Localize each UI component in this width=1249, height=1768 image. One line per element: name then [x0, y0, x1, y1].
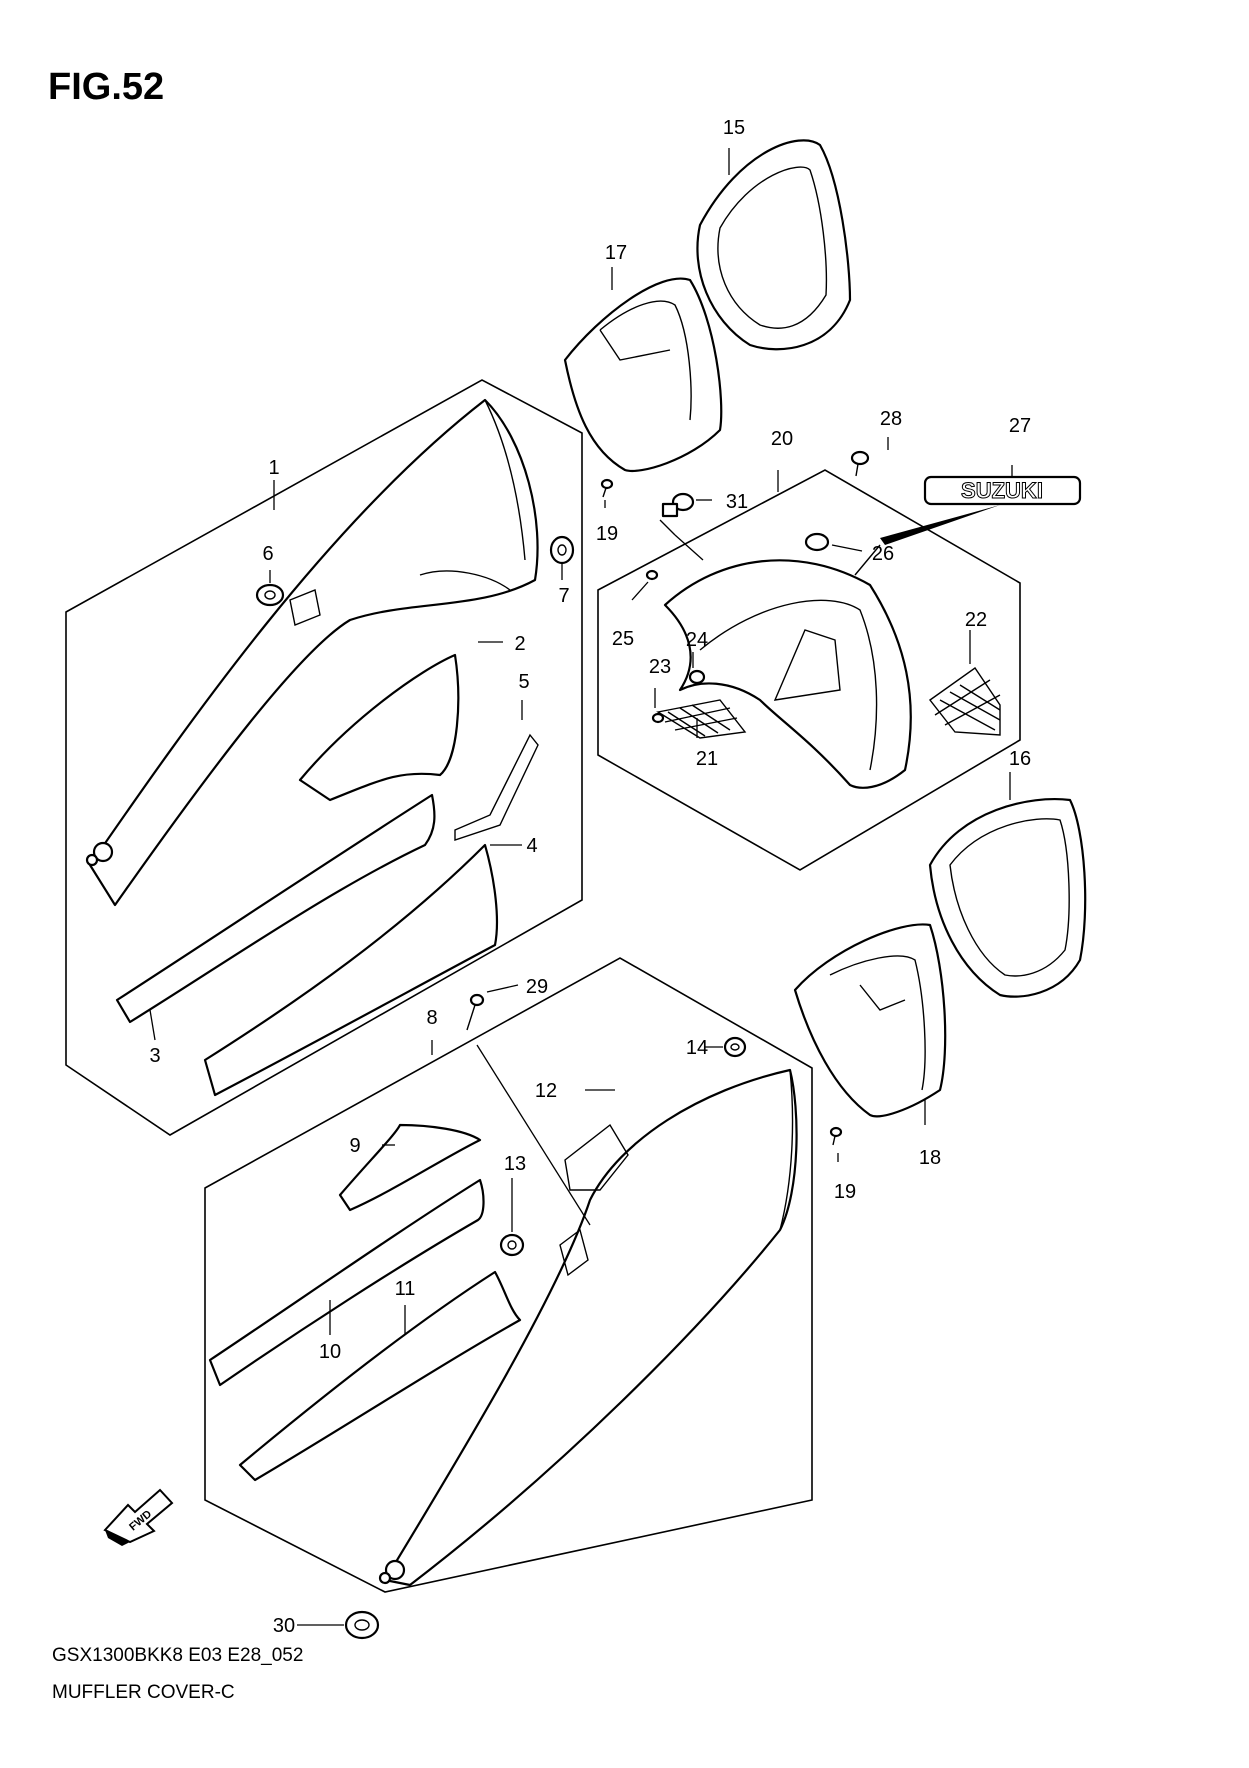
clip-part-31: [661, 492, 695, 518]
strip-part-10: [208, 1178, 485, 1387]
callout-8: 8: [426, 1007, 437, 1029]
screw-part-25: [645, 569, 659, 581]
inner-shell-part-17: [563, 277, 723, 472]
trim-ring-part-15: [696, 139, 852, 351]
callout-labels: 1 2 3 4 5 6 7 8 9 10 11 12 13 14 15 16 1…: [149, 117, 1031, 1637]
callout-20: 20: [771, 428, 793, 450]
leader-lines: [149, 148, 1013, 1626]
grommet-part-7: [549, 535, 575, 565]
grommet-part-30: [344, 1610, 380, 1640]
grommet-part-13: [499, 1233, 525, 1257]
callout-16: 16: [1009, 748, 1031, 770]
panel-part-9: [338, 1123, 482, 1212]
callout-2: 2: [514, 633, 525, 655]
callout-13: 13: [504, 1153, 526, 1175]
callout-22: 22: [965, 609, 987, 631]
callout-15: 15: [723, 117, 745, 139]
trim-ring-part-16: [928, 798, 1087, 998]
strip-part-3: [115, 793, 436, 1024]
screw-part-28: [850, 450, 870, 477]
callout-26: 26: [872, 543, 894, 565]
callout-7: 7: [558, 585, 569, 607]
figure-model-code: GSX1300BKK8 E03 E28_052: [52, 1645, 304, 1666]
callout-14: 14: [686, 1037, 708, 1059]
callout-18: 18: [919, 1147, 941, 1169]
badge-direction-line: [854, 544, 881, 576]
mesh-part-21: [656, 699, 747, 739]
panel-part-2: [298, 653, 460, 802]
bracket-part-12: [564, 1123, 629, 1191]
cover-right-part-8: [378, 1068, 798, 1587]
group-frame-left-cover: [65, 379, 583, 1136]
callout-19-upper: 19: [596, 523, 618, 545]
group-frame-cover-assembly: [597, 469, 1021, 871]
suzuki-badge-part-27: SUZUKI: [923, 475, 1082, 506]
badge-direction-arrow: [880, 505, 1000, 545]
figure-title: FIG.52: [48, 66, 165, 108]
strip-part-11: [238, 1270, 522, 1482]
nut-part-24: [688, 669, 706, 685]
screw-part-23: [651, 712, 665, 724]
callout-25: 25: [612, 628, 634, 650]
callout-1: 1: [268, 457, 279, 479]
screw-part-29: [466, 993, 485, 1031]
callout-11: 11: [395, 1278, 416, 1300]
callout-23: 23: [649, 656, 671, 678]
callout-9: 9: [349, 1135, 360, 1157]
grommet-part-26: [804, 532, 830, 552]
callout-27: 27: [1009, 415, 1031, 437]
figure-name: MUFFLER COVER-C: [52, 1682, 235, 1703]
group-frame-right-cover: [204, 957, 813, 1593]
grommet-part-14: [723, 1036, 747, 1058]
strip-part-4: [203, 843, 499, 1097]
callout-3: 3: [149, 1045, 160, 1067]
callout-30: 30: [273, 1615, 295, 1637]
bracket-part-5: [454, 733, 539, 841]
grommet-part-6: [255, 583, 285, 607]
mesh-part-22: [928, 667, 1001, 736]
fwd-direction-arrow: FWD: [103, 1488, 174, 1546]
callout-17: 17: [605, 242, 627, 264]
cover-left-part-1: [85, 398, 539, 907]
callout-10: 10: [319, 1341, 341, 1363]
callout-28: 28: [880, 408, 902, 430]
callout-6: 6: [262, 543, 273, 565]
callout-24: 24: [686, 629, 708, 651]
screw-part-19-lower: [829, 1126, 843, 1146]
suzuki-badge-text: SUZUKI: [961, 478, 1043, 503]
callout-5: 5: [518, 671, 529, 693]
callout-12: 12: [535, 1080, 557, 1102]
callout-21: 21: [696, 748, 718, 770]
cover-assembly-part-20: [663, 559, 912, 789]
callout-29: 29: [526, 976, 548, 998]
callout-19-lower: 19: [834, 1181, 856, 1203]
screw-part-19-upper: [600, 478, 614, 498]
callout-4: 4: [526, 835, 537, 857]
inner-shell-part-18: [793, 923, 947, 1118]
callout-31: 31: [726, 491, 748, 513]
